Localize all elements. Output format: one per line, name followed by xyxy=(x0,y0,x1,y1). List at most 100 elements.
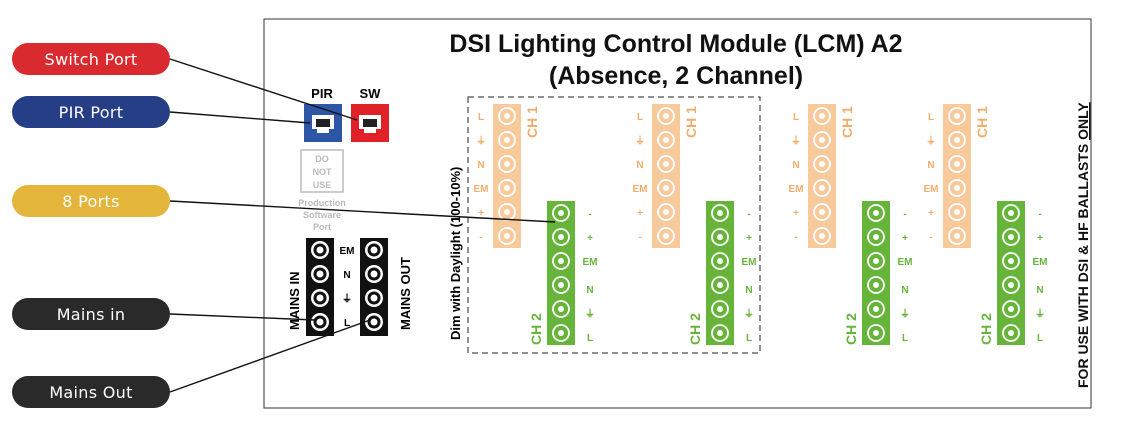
ch2-strip-terminal xyxy=(1002,276,1020,294)
ch2-strip-terminal xyxy=(552,324,570,342)
ch2-strip-terminal xyxy=(867,324,885,342)
ch1-strip-terminal xyxy=(498,179,516,197)
ch1-strip xyxy=(493,104,521,248)
ch2-pin-label: N xyxy=(1036,285,1043,296)
ch1-pin-label: EM xyxy=(633,184,648,195)
ch1-pin-label: + xyxy=(478,208,484,219)
do-not-use-text: USE xyxy=(313,180,332,190)
do-not-use-box xyxy=(300,149,344,193)
ch1-pin-label: ⏚ xyxy=(926,135,936,147)
mains-out-leader xyxy=(169,319,371,393)
ch2-pin-label: - xyxy=(747,209,750,220)
ch1-pin-label: ⏚ xyxy=(791,135,801,147)
ch1-pin-label: N xyxy=(477,160,484,171)
ch2-strip-screw xyxy=(1008,330,1014,336)
ch2-strip-screw xyxy=(558,330,564,336)
ch2-pin-label: ⏚ xyxy=(744,308,754,320)
ch2-label: CH 2 xyxy=(843,313,859,345)
ch2-pin-label: L xyxy=(1037,333,1043,344)
sw-label: SW xyxy=(360,86,382,101)
ch2-label-group: CH 2 xyxy=(528,313,544,345)
module-frame xyxy=(263,18,1092,409)
mains-pin-label: EM xyxy=(340,246,355,257)
ch2-strip-screw xyxy=(717,210,723,216)
ch2-pin-label: N xyxy=(901,285,908,296)
ch1-pin-label: EM xyxy=(924,184,939,195)
ch2-strip-screw xyxy=(873,234,879,240)
ch2-strip-terminal xyxy=(867,276,885,294)
ch2-strip-terminal xyxy=(552,228,570,246)
ch2-strip-screw xyxy=(873,282,879,288)
ch2-strip-terminal xyxy=(867,252,885,270)
ch2-strip-terminal xyxy=(1002,204,1020,222)
ch2-pin-label: + xyxy=(902,233,908,244)
ch2-label: CH 2 xyxy=(978,313,994,345)
ch2-strip-terminal xyxy=(1002,252,1020,270)
ch1-pin-label: L xyxy=(478,112,484,123)
ch2-label-group: CH 2 xyxy=(978,313,994,345)
ch1-strip-terminal xyxy=(813,203,831,221)
ch1-strip xyxy=(943,104,971,248)
mains-in-terminal-screw xyxy=(316,270,324,278)
ch1-strip-screw xyxy=(663,209,669,215)
ch2-strip-screw xyxy=(558,258,564,264)
ch1-strip-terminal xyxy=(498,131,516,149)
ch2-strip-terminal xyxy=(552,300,570,318)
ch1-pin-label: - xyxy=(479,232,482,243)
ch2-label: CH 2 xyxy=(528,313,544,345)
ch1-pin-label: N xyxy=(636,160,643,171)
ch2-strip-terminal xyxy=(711,228,729,246)
ch1-strip-terminal xyxy=(948,131,966,149)
ch2-strip-screw xyxy=(873,330,879,336)
ch2-strip-screw xyxy=(558,234,564,240)
ch2-strip-screw xyxy=(1008,282,1014,288)
ch2-strip-screw xyxy=(1008,306,1014,312)
ch1-pin-label: - xyxy=(929,232,932,243)
ch1-strip-screw xyxy=(504,233,510,239)
ch1-pin-label: + xyxy=(928,208,934,219)
ch1-pin-label: + xyxy=(793,208,799,219)
ch2-strip-screw xyxy=(873,306,879,312)
ch2-strip-terminal xyxy=(867,300,885,318)
mains-in-callout: Mains in xyxy=(12,298,170,330)
ch2-strip-screw xyxy=(558,306,564,312)
ch1-label: CH 1 xyxy=(974,106,990,138)
ch2-label: CH 2 xyxy=(687,313,703,345)
ch2-strip-screw xyxy=(1008,210,1014,216)
ch2-pin-label: N xyxy=(586,285,593,296)
ch1-label-group: CH 1 xyxy=(683,106,699,138)
ch2-pin-label: L xyxy=(587,333,593,344)
ch2-pin-label: - xyxy=(1038,209,1041,220)
ch1-strip-terminal xyxy=(948,203,966,221)
ch2-pin-label: - xyxy=(588,209,591,220)
ch1-strip-screw xyxy=(954,209,960,215)
ch2-pin-label: - xyxy=(903,209,906,220)
ch2-pin-label: EM xyxy=(1033,257,1048,268)
pir-label: PIR xyxy=(311,86,333,101)
ch1-strip-terminal xyxy=(948,107,966,125)
ch2-pin-label: EM xyxy=(583,257,598,268)
ch2-pin-label: L xyxy=(902,333,908,344)
ch1-strip-terminal xyxy=(657,179,675,197)
ch2-strip-terminal xyxy=(711,276,729,294)
ch2-strip-screw xyxy=(717,234,723,240)
ch2-strip-terminal xyxy=(1002,324,1020,342)
ch2-pin-label: + xyxy=(1037,233,1043,244)
pir-leader xyxy=(169,111,311,124)
ch1-strip xyxy=(652,104,680,248)
ch1-strip-screw xyxy=(819,233,825,239)
ch2-strip-terminal xyxy=(552,276,570,294)
ch2-strip-terminal xyxy=(867,228,885,246)
mains-in-label: MAINS IN xyxy=(287,272,302,331)
production-port-text: Software xyxy=(303,210,341,220)
ch1-strip-screw xyxy=(504,209,510,215)
ch2-strip-screw xyxy=(558,282,564,288)
ch1-strip-screw xyxy=(954,137,960,143)
mains-out-terminal-screw xyxy=(370,270,378,278)
module-subtitle: (Absence, 2 Channel) xyxy=(549,62,803,90)
ch1-strip-terminal xyxy=(657,131,675,149)
ch1-strip-terminal xyxy=(498,227,516,245)
ch2-strip-screw xyxy=(717,306,723,312)
mains-out-terminal-screw xyxy=(370,318,378,326)
